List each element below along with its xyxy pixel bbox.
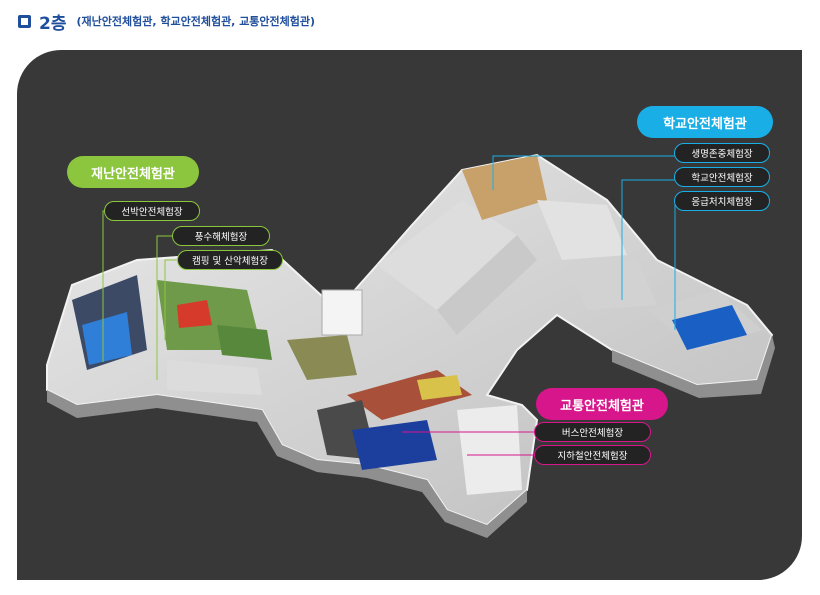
central-lobby [321,155,547,336]
school-zone-title: 학교안전체험관 [637,106,773,138]
traffic-zone-title: 교통안전체험관 [536,388,668,420]
floor-title: 2층 [39,13,67,34]
floor-plan-panel: 재난안전체험관 학교안전체험관 교통안전체험관 선박안전체험장 풍수해체험장 캠… [17,50,802,580]
square-bullet-icon [18,14,31,28]
floor-plan-illustration [46,153,775,538]
room-tag-bus-safety: 버스안전체험장 [534,422,651,442]
room-tag-ship-safety: 선박안전체험장 [104,201,200,221]
room-tag-camping-mountain: 캠핑 및 산악체험장 [177,250,283,270]
floor-subtitle: (재난안전체험관, 학교안전체험관, 교통안전체험관) [76,15,316,28]
room-tag-subway-safety: 지하철안전체험장 [534,445,651,465]
disaster-zone-rooms [72,275,357,395]
room-tag-school-safety: 학교안전체험장 [674,167,770,187]
room-tag-flood-disaster: 풍수해체험장 [172,226,270,246]
disaster-zone-title: 재난안전체험관 [67,156,199,188]
room-tag-first-aid: 응급처치체험장 [674,191,770,211]
school-zone-rooms [537,200,762,350]
room-tag-life-respect: 생명존중체험장 [674,143,770,163]
section-header: 2층 (재난안전체험관, 학교안전체험관, 교통안전체험관) [18,8,315,34]
